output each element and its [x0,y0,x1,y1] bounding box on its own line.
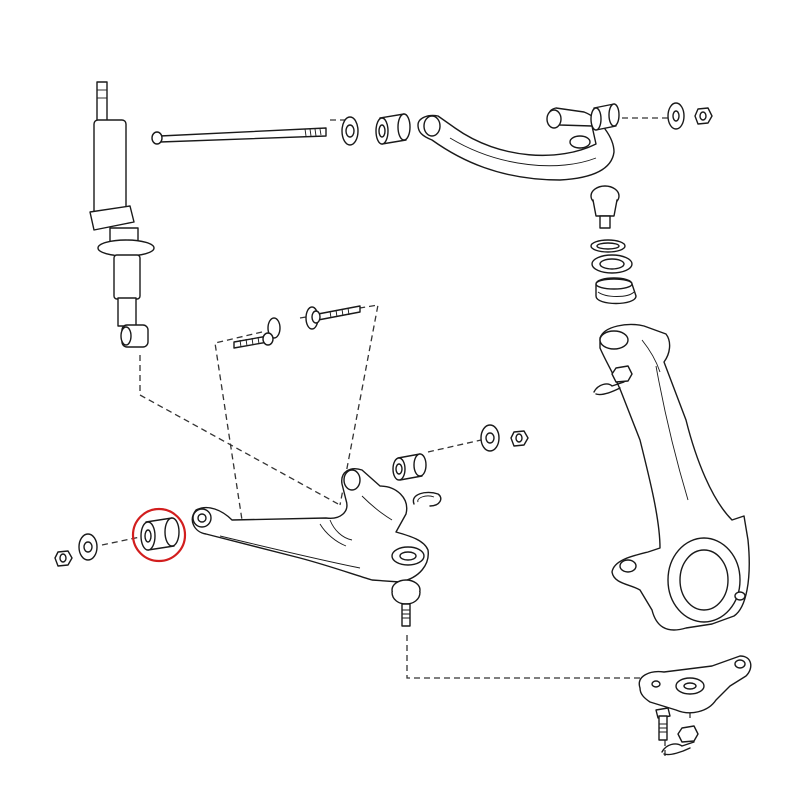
upper-ball-joint[interactable] [590,185,620,229]
boot-retainer-ring[interactable] [591,254,633,274]
dust-boot[interactable] [595,277,637,305]
bracket-bolt[interactable] [655,707,671,741]
lower-arm-front-bushing[interactable] [140,517,180,551]
lower-arm-rear-nut[interactable] [510,430,529,447]
upper-arm-long-bolt[interactable] [151,127,327,145]
cam-bolt-left[interactable] [233,317,281,349]
lower-arm-rear-washer[interactable] [480,424,500,452]
shock-absorber[interactable] [89,81,155,348]
bracket-castle-nut[interactable] [677,725,699,743]
lower-arm-front-washer[interactable] [78,533,98,561]
upper-arm-washer-left[interactable] [341,116,359,146]
snap-ring-upper[interactable] [590,239,626,253]
cam-bolt-right[interactable] [305,305,361,330]
steering-knuckle[interactable] [599,323,750,631]
highlight-circle [131,507,187,563]
lower-arm-rear-bushing[interactable] [392,453,427,481]
lower-arm-front-nut[interactable] [54,550,73,567]
lower-ball-joint-bracket[interactable] [638,655,752,714]
upper-arm-bushing-right[interactable] [590,103,620,131]
knuckle-cotter-pin[interactable] [593,381,625,396]
upper-control-arm[interactable] [417,107,615,181]
lower-control-arm[interactable] [191,468,429,583]
upper-arm-nut[interactable] [694,107,713,125]
upper-arm-bushing-left[interactable] [375,113,411,145]
lower-ball-joint[interactable] [391,579,421,627]
bracket-cotter-pin[interactable] [661,741,695,756]
knuckle-castle-nut[interactable] [611,365,633,383]
lower-arm-snap-ring[interactable] [412,491,442,507]
upper-arm-washer-right[interactable] [667,102,685,130]
